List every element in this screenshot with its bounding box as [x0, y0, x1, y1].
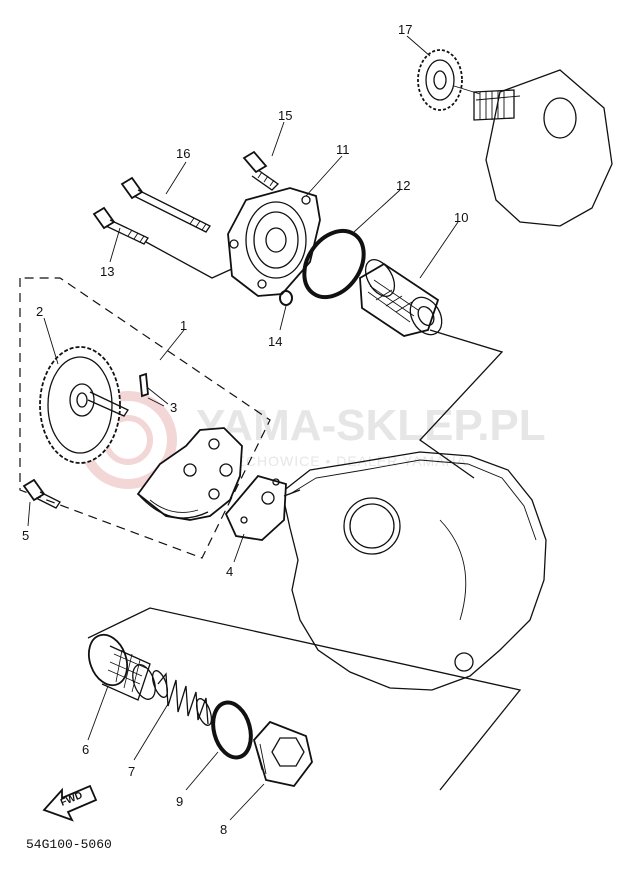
leader-lines	[27, 35, 459, 821]
part-2-pump-gear	[39, 346, 129, 464]
callout-9: 9	[176, 794, 183, 809]
fwd-arrow-icon: FWD	[42, 784, 98, 822]
part-6-strainer	[87, 633, 156, 701]
callout-15: 15	[278, 108, 292, 123]
watermark-title: YAMA-SKLEP.PL	[196, 401, 546, 450]
callout-8: 8	[220, 822, 227, 837]
drain-group-bracket	[87, 607, 522, 791]
callout-10: 10	[454, 210, 468, 225]
callout-5: 5	[22, 528, 29, 543]
watermark-subtitle: MIECHOWICE • DEALER YAMAHA	[218, 453, 467, 469]
clutch-housing	[473, 69, 613, 227]
callout-16: 16	[176, 146, 190, 161]
callout-11: 11	[336, 142, 350, 157]
part-14-small-o-ring	[279, 290, 293, 306]
callout-12: 12	[396, 178, 410, 193]
watermark: YAMA-SKLEP.PL MIECHOWICE • DEALER YAMAHA	[79, 391, 546, 489]
part-13-bolt	[92, 206, 235, 279]
oil-pump-body	[136, 427, 243, 521]
callout-labels: 17 16 15 11 12 10 13 14 1 2 3 5 4 6 7 9 …	[22, 22, 468, 837]
callout-2: 2	[36, 304, 43, 319]
part-5-bolt	[22, 478, 61, 509]
part-15-bolt	[242, 150, 280, 191]
part-4-gasket	[224, 474, 301, 541]
callout-3: 3	[170, 400, 177, 415]
callout-4: 4	[226, 564, 233, 579]
part-7-spring	[151, 670, 213, 726]
part-8-drain-plug	[252, 720, 313, 788]
callout-1: 1	[180, 318, 187, 333]
oil-pump-assembly-group-box	[19, 277, 271, 559]
part-12-o-ring	[302, 228, 366, 300]
part-3-pin	[139, 372, 165, 407]
callout-14: 14	[268, 334, 282, 349]
callout-7: 7	[128, 764, 135, 779]
part-16-long-bolt	[120, 176, 211, 233]
part-11-pump-cover	[227, 187, 321, 297]
callout-17: 17	[398, 22, 412, 37]
part-code: 54G100-5060	[26, 837, 112, 852]
part-17-gear	[417, 49, 481, 111]
crankcase	[281, 451, 547, 691]
callout-6: 6	[82, 742, 89, 757]
part-10-oil-filter	[359, 259, 504, 479]
part-9-o-ring	[211, 700, 253, 760]
callout-13: 13	[100, 264, 114, 279]
